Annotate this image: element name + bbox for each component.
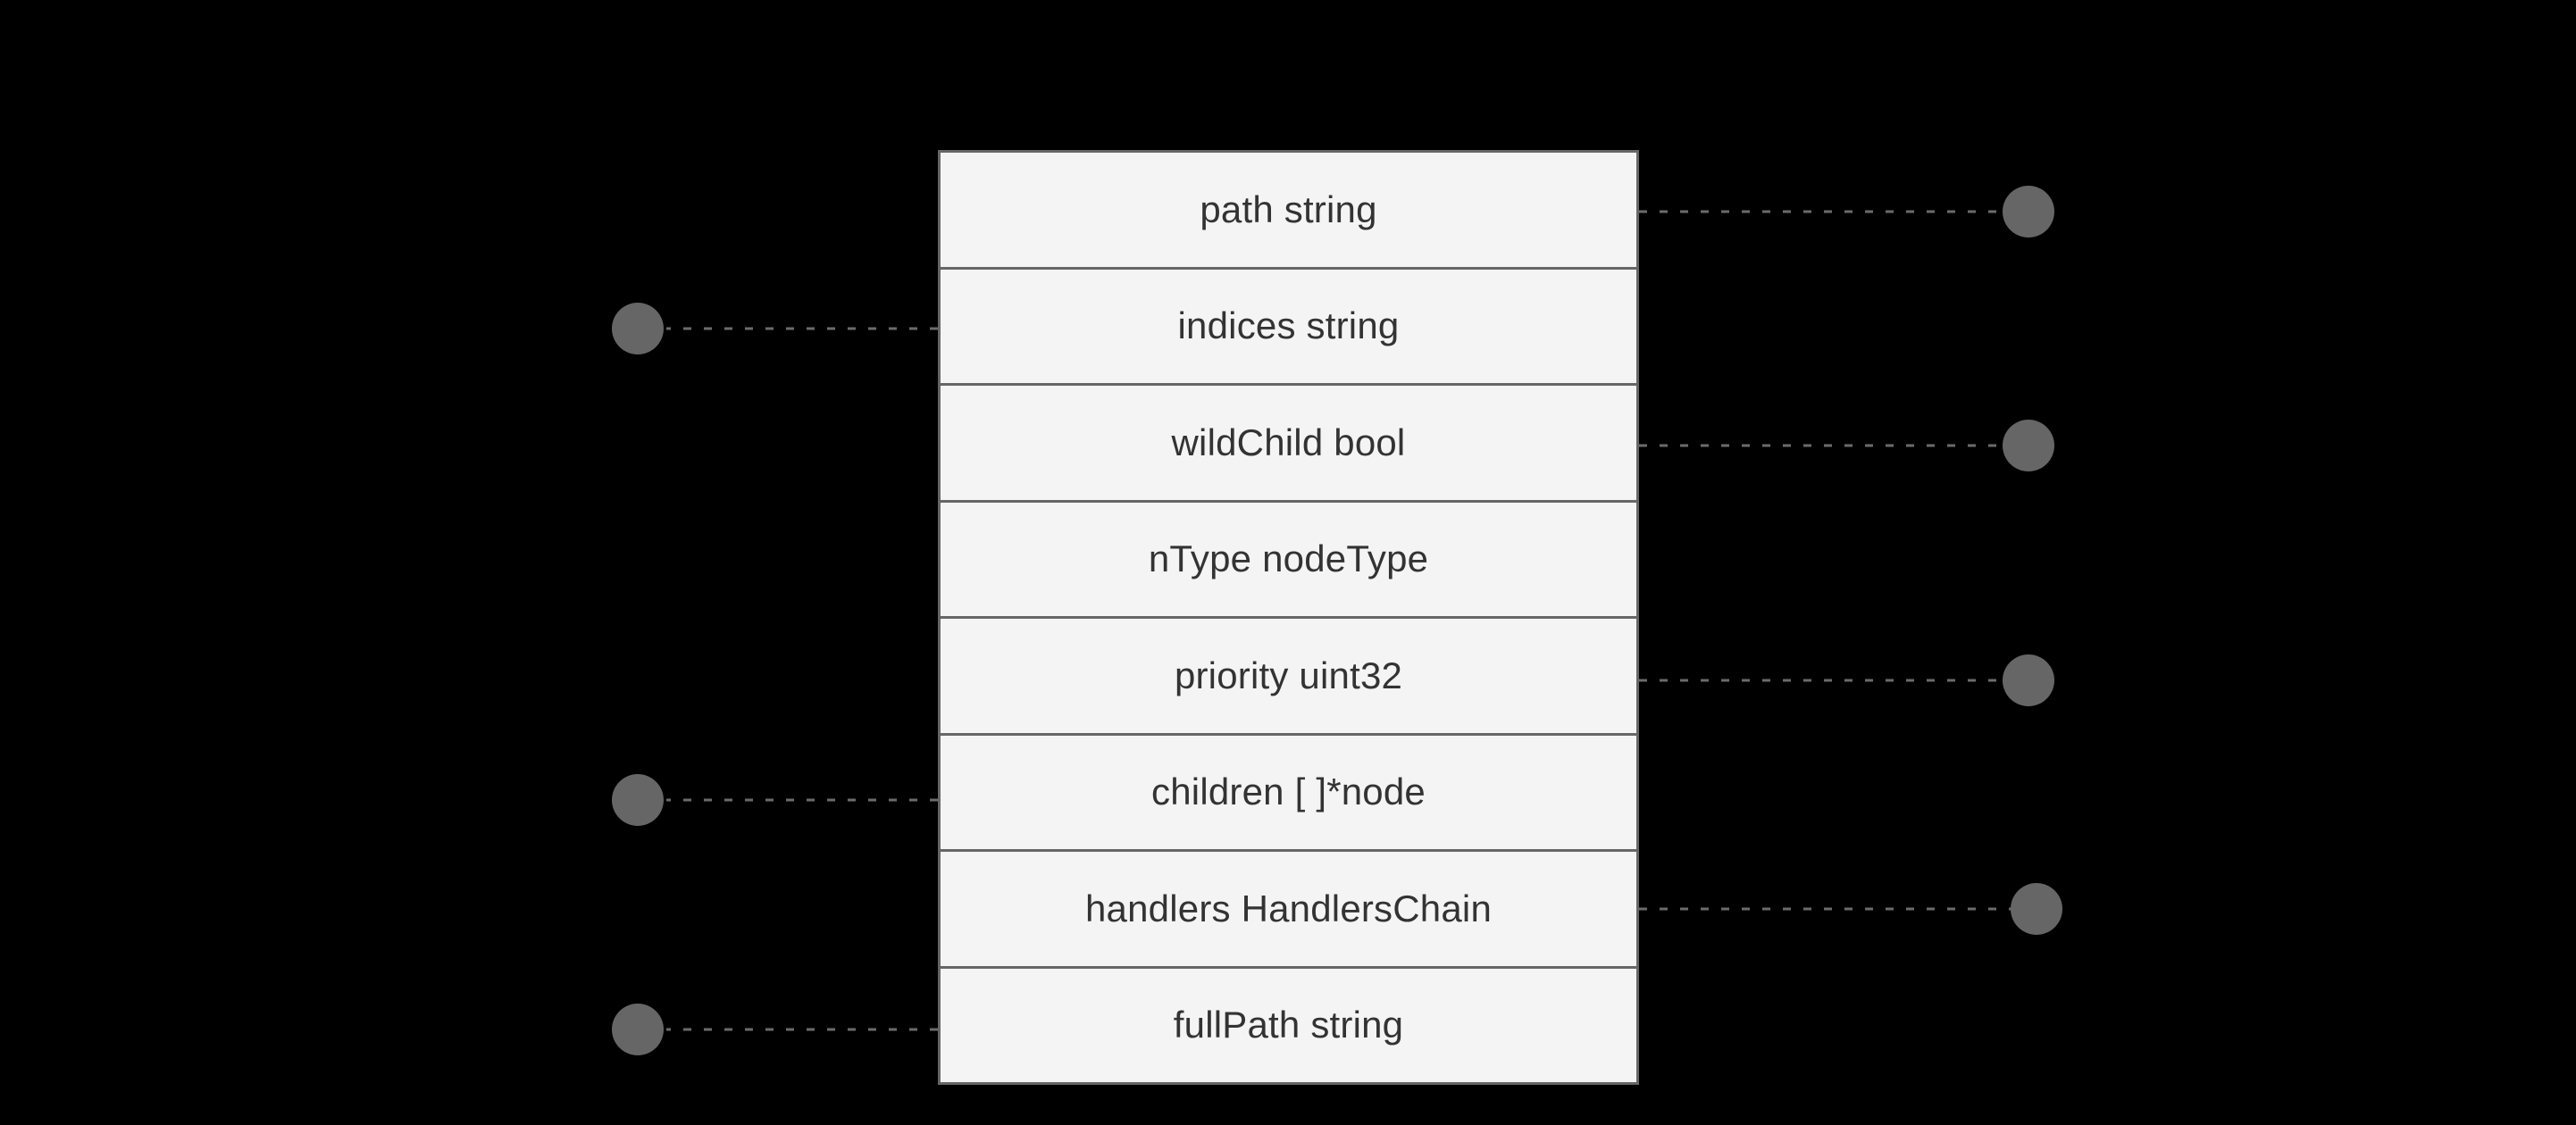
connector-endpoint-dot[interactable] (2003, 654, 2054, 706)
struct-field-label: indices string (1177, 304, 1400, 347)
connector-wildchild-right (1639, 420, 2054, 471)
struct-field-label: wildChild bool (1171, 421, 1406, 463)
struct-field-label: path string (1200, 188, 1377, 230)
struct-field-row[interactable]: fullPath string (941, 968, 1636, 1082)
struct-node-table: path string indices string wildChild bool n… (938, 150, 1639, 1085)
connector-endpoint-dot[interactable] (2003, 186, 2054, 238)
struct-field-label: fullPath string (1173, 1004, 1404, 1046)
connector-fullpath-left (612, 1004, 938, 1055)
struct-field-row[interactable]: handlers HandlersChain (941, 852, 1636, 969)
struct-field-label: nType nodeType (1148, 538, 1429, 580)
connector-endpoint-dot[interactable] (612, 303, 664, 354)
struct-field-row[interactable]: wildChild bool (941, 386, 1636, 503)
struct-field-row[interactable]: nType nodeType (941, 502, 1636, 619)
struct-field-label: handlers HandlersChain (1085, 887, 1492, 929)
struct-field-row[interactable]: path string (941, 153, 1636, 270)
connector-priority-right (1639, 654, 2054, 706)
connector-endpoint-dot[interactable] (2011, 883, 2062, 935)
connector-endpoint-dot[interactable] (612, 1004, 664, 1055)
connector-handlers-right (1639, 883, 2062, 935)
connector-children-left (612, 774, 938, 826)
connector-indices-left (612, 303, 938, 354)
struct-field-label: children [ ]*node (1151, 771, 1426, 813)
struct-field-row[interactable]: indices string (941, 269, 1636, 386)
struct-field-label: priority uint32 (1174, 654, 1403, 696)
struct-field-row[interactable]: children [ ]*node (941, 735, 1636, 852)
connector-path-right (1639, 186, 2054, 238)
struct-field-row[interactable]: priority uint32 (941, 619, 1636, 736)
connector-endpoint-dot[interactable] (2003, 420, 2054, 471)
connector-endpoint-dot[interactable] (612, 774, 664, 826)
